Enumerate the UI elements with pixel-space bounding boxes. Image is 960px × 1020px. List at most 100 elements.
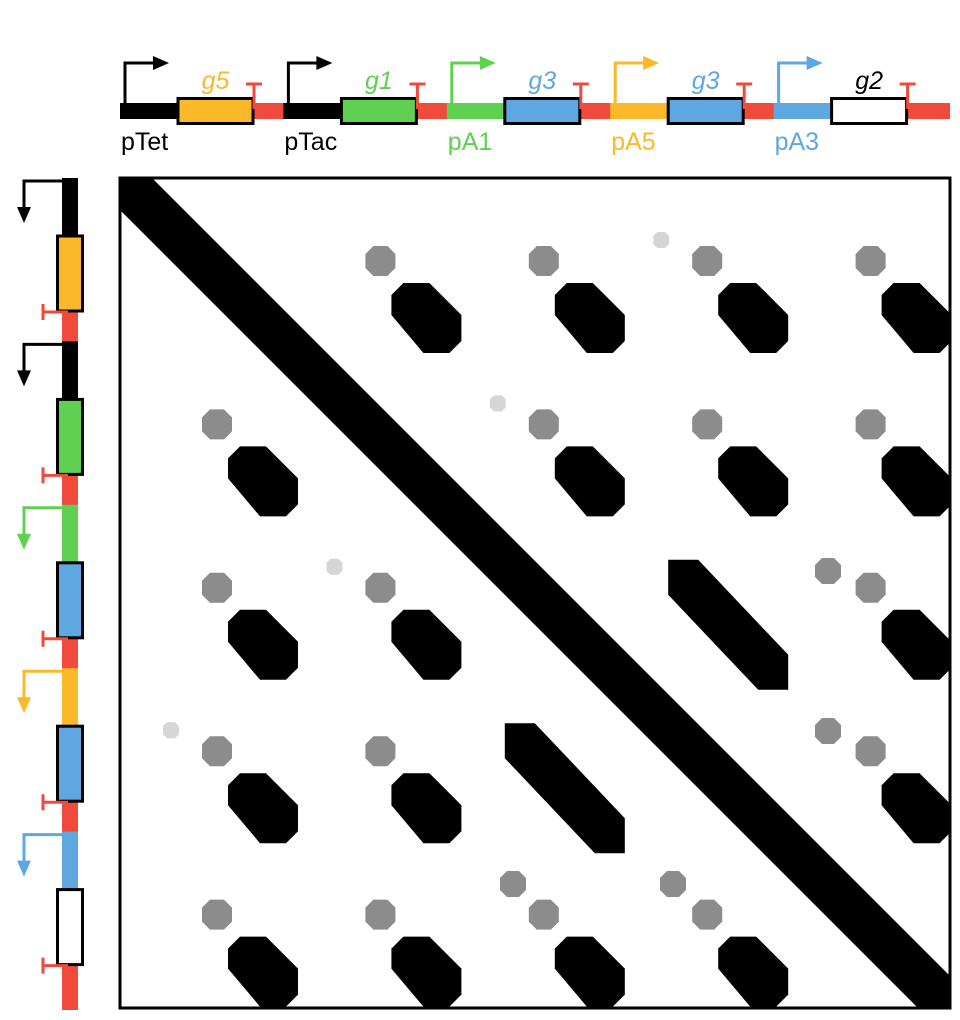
offdiag-repeat-block (881, 446, 950, 517)
gray-promoter-mark (692, 409, 723, 440)
gray-promoter-mark (202, 409, 232, 440)
main-diagonal-band (120, 178, 950, 1008)
promoter-part (773, 103, 832, 119)
long-diagonal-repeat-block (504, 723, 625, 854)
promoter-part (62, 668, 78, 727)
gray-promoter-mark (365, 899, 396, 930)
faint-mark (653, 232, 670, 248)
t-bar-icon (736, 82, 753, 109)
gray-promoter-mark (692, 246, 723, 276)
promoter-part (62, 831, 78, 890)
promoter-arrowhead-icon (806, 56, 823, 70)
bent-arrow-icon (613, 61, 646, 103)
bent-arrow-icon (22, 179, 62, 209)
gene-cds (56, 397, 84, 476)
bent-arrow-icon (22, 342, 62, 373)
bent-arrow-icon (22, 669, 62, 700)
faint-mark (326, 558, 343, 575)
gene-cds (56, 888, 84, 967)
gray-promoter-mark (202, 572, 232, 603)
left-genetic-construct (17, 178, 84, 1010)
promoter-arrowhead-icon (316, 56, 333, 70)
t-bar-icon (41, 957, 68, 974)
gray-promoter-mark (202, 736, 232, 767)
t-bar-icon (41, 794, 68, 811)
gene-cds (666, 97, 745, 125)
promoter-arrowhead-icon (643, 56, 660, 70)
gray-promoter-mark (528, 409, 559, 440)
t-bar-icon (41, 304, 68, 320)
promoter-arrowhead-icon (153, 56, 169, 70)
bent-arrow-icon (22, 506, 62, 536)
gray-promoter-mark (855, 246, 886, 276)
gene-label: g1 (365, 67, 393, 95)
t-bar-icon (246, 82, 262, 109)
offdiag-repeat-block (881, 283, 950, 353)
gray-promoter-mark (855, 572, 886, 603)
gray-promoter-mark (528, 899, 559, 930)
bent-arrow-icon (123, 61, 155, 103)
promoter-label: pA3 (775, 128, 819, 156)
bent-arrow-icon (777, 61, 809, 103)
gray-promoter-mark (692, 899, 723, 930)
offdiag-repeat-block (554, 283, 625, 353)
matrix-content (120, 178, 950, 1008)
offdiag-repeat-block (881, 609, 950, 680)
bent-arrow-icon (286, 61, 319, 103)
matrix-border (118, 176, 952, 1010)
gene-label: g3 (528, 67, 556, 95)
bent-arrow-icon (22, 833, 62, 863)
gene-label: g2 (855, 67, 883, 95)
offdiag-repeat-block (881, 773, 950, 844)
gray-promoter-mark (815, 558, 841, 584)
promoter-part (120, 103, 178, 119)
promoter-arrowhead-icon (17, 370, 31, 387)
gene-cds (56, 234, 84, 313)
promoter-label: pA5 (611, 128, 655, 156)
self-similarity-matrix (118, 176, 952, 1010)
promoter-part (62, 504, 78, 563)
gray-promoter-mark (855, 409, 886, 440)
gene-cds (830, 97, 909, 125)
promoter-label: pA1 (448, 128, 492, 156)
promoter-part (283, 103, 342, 119)
gray-promoter-mark (815, 718, 841, 744)
gray-promoter-mark (855, 736, 886, 767)
t-bar-icon (572, 82, 589, 109)
t-bar-icon (409, 82, 426, 109)
gray-promoter-mark (365, 736, 396, 767)
gene-cds (56, 561, 84, 640)
offdiag-repeat-block (228, 446, 298, 517)
bent-arrow-icon (450, 61, 482, 103)
promoter-part (446, 103, 505, 119)
gene-cds (503, 97, 582, 125)
gray-promoter-mark (500, 871, 526, 897)
gray-promoter-mark (660, 871, 686, 897)
offdiag-repeat-block (391, 773, 462, 844)
promoter-arrowhead-icon (479, 56, 496, 70)
gene-cds (56, 724, 84, 803)
offdiag-repeat-block (718, 936, 789, 1007)
t-bar-icon (899, 82, 916, 109)
offdiag-repeat-block (228, 773, 298, 844)
t-bar-icon (41, 467, 68, 484)
offdiag-repeat-block (718, 446, 789, 517)
gene-cds (339, 97, 418, 125)
gray-promoter-mark (202, 899, 232, 930)
faint-mark (163, 722, 179, 739)
gene-label: g3 (692, 67, 720, 95)
promoter-label: pTac (284, 128, 337, 156)
gray-promoter-mark (365, 246, 396, 276)
promoter-arrowhead-icon (17, 207, 31, 223)
promoter-arrowhead-icon (17, 697, 31, 714)
top-genetic-construct: g5 pTet g1 pTac g3 pA1 g3 pA5 g2 pA3 (120, 56, 950, 156)
promoter-part (62, 178, 78, 236)
offdiag-repeat-block (554, 936, 625, 1007)
promoter-label: pTet (121, 128, 168, 156)
promoter-part (610, 103, 669, 119)
gene-label: g5 (202, 67, 230, 95)
long-diagonal-repeat-block (668, 559, 789, 690)
gray-promoter-mark (365, 572, 396, 603)
offdiag-repeat-block (554, 446, 625, 517)
